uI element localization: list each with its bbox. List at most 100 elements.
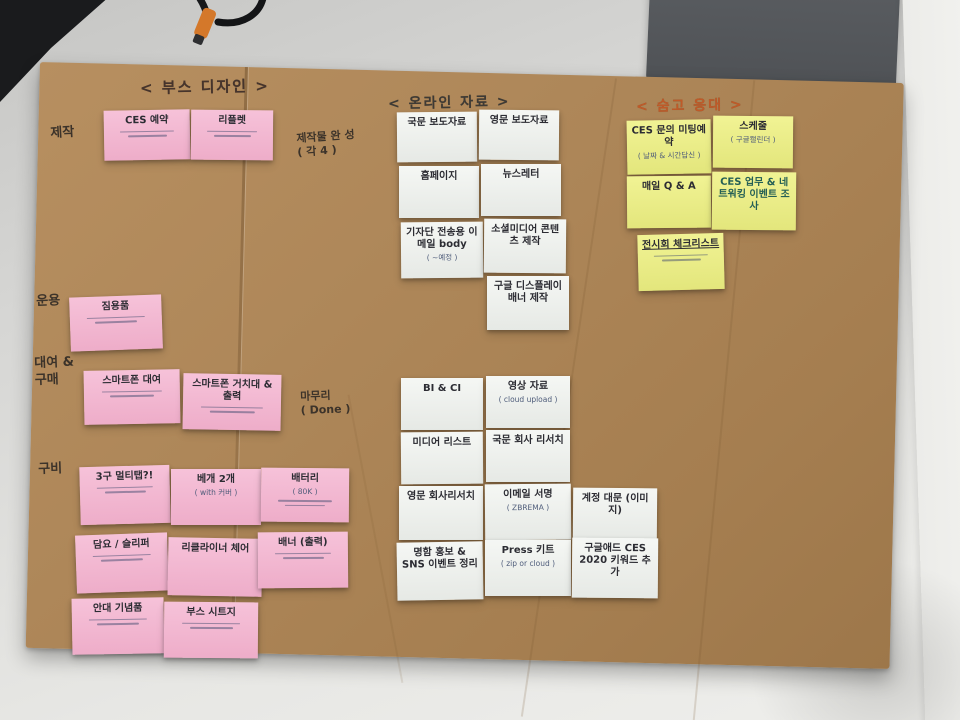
section-header-booth-design: < 부스 디자인 >: [139, 76, 270, 98]
note-ces-booking: CES 예약: [103, 109, 191, 161]
note-booth-sheet: 부스 시트지: [163, 601, 259, 659]
note-title: 영상 자료: [507, 381, 549, 392]
pen-scribble-line: [127, 134, 167, 138]
pen-scribble-line: [96, 622, 139, 626]
pen-scribble-line: [94, 320, 137, 324]
pen-scribble-line: [104, 490, 146, 494]
note-pillows: 베개 2개 ( with 커버 ): [171, 469, 261, 525]
note-email-signature: 이메일 서명( ZBREMA ): [484, 483, 572, 541]
pen-scribble-line: [282, 557, 324, 559]
note-title: CES 업무 & 네트워킹 이벤트 조사: [718, 176, 790, 212]
note-title: 소셜미디어 콘텐츠 제작: [491, 223, 560, 247]
note-leaflet: 리플렛: [190, 109, 274, 161]
pen-scribble-line: [96, 486, 153, 490]
note-title: 스마트폰 거치대 & 출력: [192, 378, 273, 402]
note-subtitle: ( ~예정 ): [426, 252, 458, 262]
note-title: 국문 회사 리서치: [492, 435, 564, 446]
note-title: 구글 디스플레이 배너 제작: [494, 281, 562, 304]
note-account-cover: 계정 대문 (이미지): [572, 487, 658, 541]
pen-scribble-line: [87, 315, 145, 320]
note-social-content: 소셜미디어 콘텐츠 제작: [483, 218, 567, 274]
label-unyong: 운용: [36, 293, 61, 309]
note-blanket: 담요 / 슬리퍼: [75, 532, 169, 594]
note-subtitle: ( cloud upload ): [498, 394, 558, 404]
board-crease: [347, 394, 403, 684]
pen-scribble-line: [120, 130, 174, 133]
note-title: 뉴스레터: [502, 169, 540, 180]
note-title: 배터리: [291, 472, 319, 485]
note-eyemask: 안대 기념품: [71, 597, 165, 655]
pen-scribbles: [76, 618, 160, 626]
note-bi-ci: BI & CI: [401, 378, 483, 430]
note-title: Press 키트: [501, 545, 555, 556]
pen-scribble-line: [284, 504, 325, 507]
note-title: 담요 / 슬리퍼: [92, 538, 150, 551]
note-title: 이메일 서명: [503, 488, 553, 501]
note-title: 영문 보도자료: [489, 114, 549, 127]
note-title: 매일 Q & A: [641, 180, 696, 193]
note-title: 배너 (출력): [278, 536, 328, 549]
pen-scribble-line: [181, 622, 241, 625]
pen-scribble-line: [275, 552, 331, 555]
note-subtitle: ( 날짜 & 시간답신 ): [637, 150, 701, 161]
pen-scribbles: [84, 486, 166, 494]
note-google-ads: 구글애드 CES 2020 키워드 추가: [571, 537, 659, 599]
label-wanseong: 제작물 완 성 ( 각 4 ): [296, 127, 356, 160]
note-subtitle: ( with 커버 ): [194, 487, 238, 497]
pen-scribbles: [74, 315, 158, 324]
pen-scribble-line: [100, 558, 143, 562]
pen-scribbles: [195, 130, 269, 137]
note-luggage: 짐용품: [69, 294, 163, 352]
note-exhibition-checklist: 전시회 체크리스트: [637, 232, 725, 292]
note-title: 스케줄: [739, 120, 767, 133]
pen-scribbles: [108, 130, 186, 138]
pen-scribbles: [642, 254, 720, 262]
note-title: 명함 홍보 & SNS 이벤트 정리: [401, 546, 478, 571]
note-power-strip: 3구 멀티탭?!: [79, 464, 171, 526]
note-title: 베개 2개: [196, 474, 236, 485]
pen-scribble-line: [101, 390, 162, 393]
pen-scribble-line: [277, 499, 333, 502]
pen-scribbles: [168, 622, 254, 629]
pen-scribble-line: [213, 135, 251, 137]
note-ces-networking: CES 업무 & 네트워킹 이벤트 조사: [711, 171, 797, 231]
note-title: 부스 시트지: [186, 606, 236, 619]
note-banner: 배너 (출력): [257, 531, 349, 589]
note-title: 국문 보도자료: [407, 116, 467, 129]
note-media-list: 미디어 리스트: [400, 431, 484, 485]
note-subtitle: ( zip or cloud ): [500, 558, 556, 568]
note-newsletter: 뉴스레터: [481, 164, 561, 216]
note-subtitle: ( ZBREMA ): [506, 502, 550, 512]
note-title: 리플렛: [218, 114, 246, 127]
note-title: CES 문의 미팅예약: [631, 124, 706, 148]
note-display-banner: 구글 디스플레이 배너 제작: [487, 276, 569, 330]
pen-scribble-line: [206, 130, 258, 133]
note-subtitle: ( 80K ): [292, 486, 318, 496]
note-title: 3구 멀티탭?!: [95, 470, 154, 483]
note-title: 전시회 체크리스트: [641, 237, 720, 252]
note-title: 리클라이너 체어: [181, 542, 250, 555]
pen-scribble-line: [209, 410, 255, 413]
usb-connector-icon: [192, 7, 217, 45]
note-title: 계정 대문 (이미지): [581, 492, 649, 516]
pen-scribbles: [265, 499, 345, 507]
note-title: 짐용품: [101, 300, 130, 313]
note-title: BI & CI: [422, 383, 462, 394]
note-title: 구글애드 CES 2020 키워드 추가: [579, 542, 651, 578]
section-header-soomgo-response: < 숨고 응대 >: [635, 97, 744, 115]
note-company-research-en: 영문 회사리서치: [399, 486, 483, 540]
note-title: 홈페이지: [420, 171, 458, 182]
label-daeyeo-gumae: 대여 & 구매: [34, 354, 75, 388]
note-title: 안대 기념품: [92, 602, 143, 615]
note-battery: 배터리( 80K ): [260, 467, 350, 523]
pen-scribbles: [80, 553, 164, 562]
note-schedule: 스케줄( 구글캘린더 ): [712, 115, 794, 169]
note-company-research-kr: 국문 회사 리서치: [486, 430, 570, 482]
pen-scribbles: [262, 552, 344, 559]
note-daily-qa: 매일 Q & A: [626, 175, 712, 229]
note-title: CES 예약: [125, 114, 169, 127]
note-smartphone-rental: 스마트폰 대여: [83, 369, 181, 425]
note-business-cards: 명함 홍보 & SNS 이벤트 정리: [396, 541, 484, 601]
note-subtitle: ( 구글캘린더 ): [730, 134, 776, 144]
pen-scribble-line: [654, 254, 708, 257]
